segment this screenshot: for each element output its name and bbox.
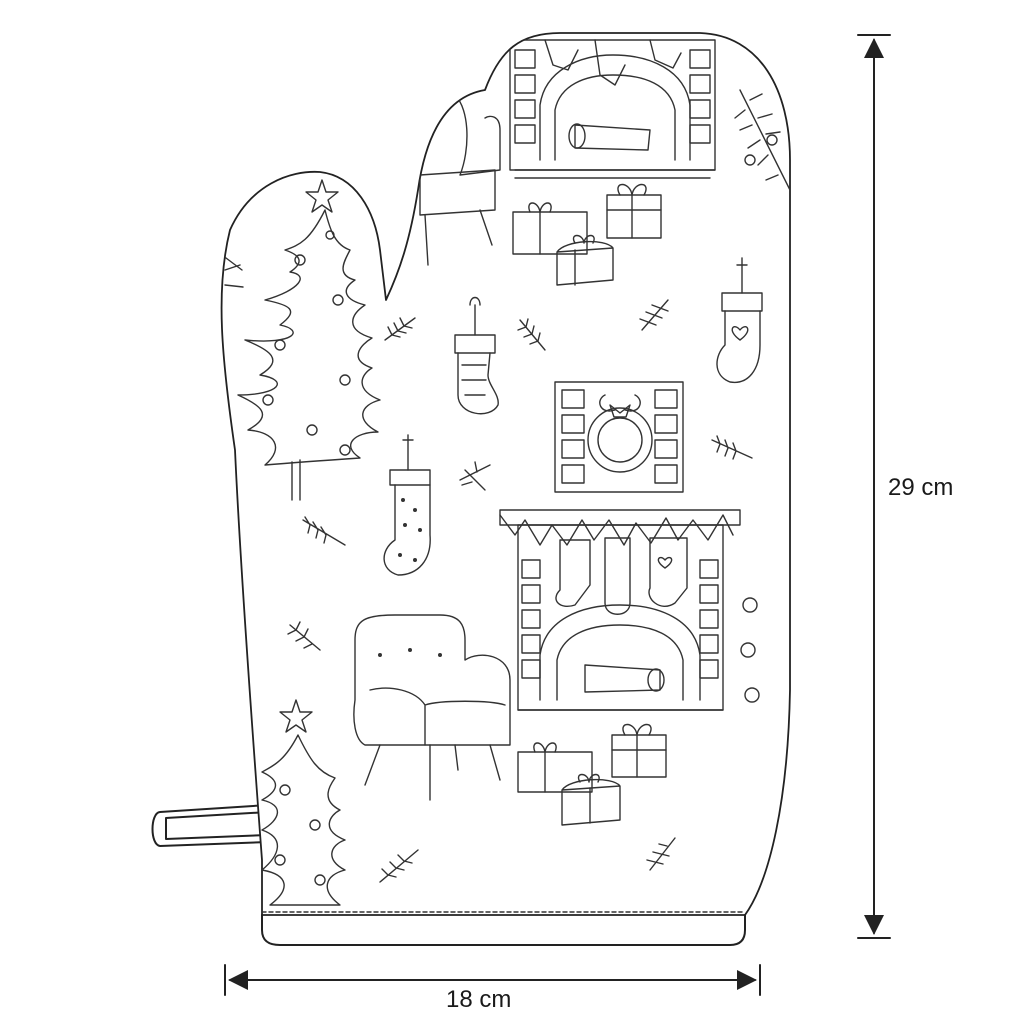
- stocking-dotted-icon: [383, 434, 431, 576]
- ornaments-right-edge-icon: [740, 597, 760, 703]
- width-dimension-line: [224, 964, 761, 996]
- gift-boxes-top-icon: [512, 183, 662, 286]
- hanging-loop: [151, 804, 269, 847]
- cuff-band: [261, 914, 746, 946]
- fireplace-top-icon: [509, 39, 716, 179]
- height-label: 29 cm: [888, 474, 954, 501]
- armchair-top-icon: [419, 94, 501, 266]
- stocking-icon: [454, 296, 499, 415]
- width-label: 18 cm: [446, 986, 512, 1013]
- gift-boxes-bottom-icon: [517, 723, 667, 826]
- fireplace-center-icon: [499, 381, 741, 711]
- height-dimension-line: [857, 34, 891, 939]
- christmas-tree-left-icon: [237, 179, 381, 501]
- pine-branch-top-right-icon: [734, 89, 791, 191]
- stocking-heart-icon: [716, 257, 763, 383]
- christmas-tree-bottom-left-icon: [261, 699, 346, 906]
- armchair-bottom-icon: [353, 614, 511, 801]
- mitt-outline: [220, 32, 791, 916]
- pine-sprigs-icon: [287, 299, 753, 883]
- pine-branch-left-edge-icon: [221, 254, 244, 288]
- pattern-group: [221, 39, 791, 906]
